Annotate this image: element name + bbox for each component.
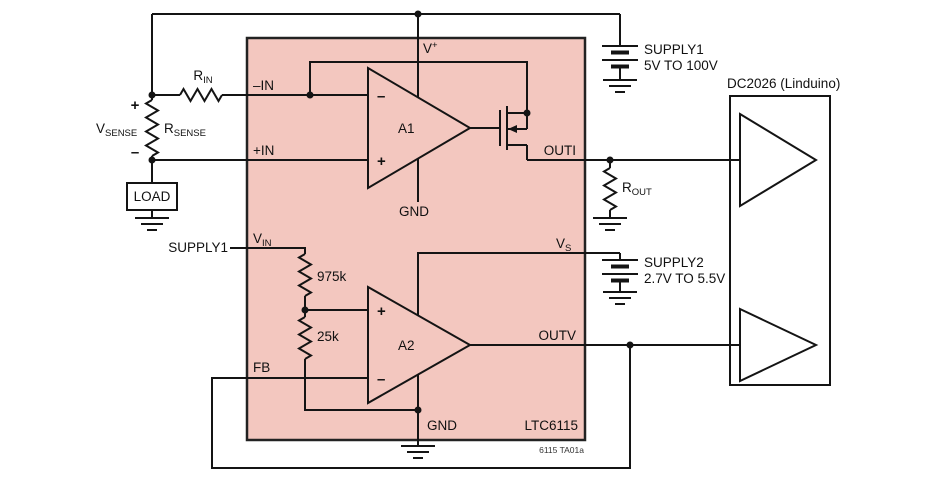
a2-noninverting-sign: + bbox=[377, 303, 386, 320]
wire-vs bbox=[417, 252, 620, 316]
vsense-minus-sign: – bbox=[131, 144, 139, 161]
pin-vs-label: VS bbox=[556, 236, 571, 254]
junction-dot bbox=[414, 10, 422, 18]
vsense-plus-sign: + bbox=[131, 97, 140, 114]
a2-label: A2 bbox=[398, 338, 415, 353]
pin-neg-in-label: –IN bbox=[253, 78, 274, 93]
a1-inverting-sign: – bbox=[377, 88, 385, 105]
rout-label: ROUT bbox=[622, 180, 652, 198]
pin-pos-in-label: +IN bbox=[253, 143, 274, 158]
a1-opamp-triangle bbox=[367, 66, 472, 190]
r975k-label: 975k bbox=[317, 269, 347, 284]
ground-rout-icon bbox=[593, 217, 627, 231]
battery2-long-plates-icon bbox=[602, 259, 638, 275]
dc2026-label: DC2026 (Linduino) bbox=[727, 76, 840, 91]
junction-dot bbox=[523, 109, 531, 117]
a2-gnd-label: GND bbox=[427, 418, 457, 433]
a2-opamp-triangle bbox=[367, 285, 473, 405]
wires bbox=[126, 13, 740, 469]
pin-vplus-label: V+ bbox=[423, 40, 438, 56]
pin-fb-label: FB bbox=[253, 360, 270, 375]
supply1-name-label: SUPPLY1 bbox=[644, 42, 704, 57]
a1-noninverting-sign: + bbox=[377, 153, 386, 170]
ground-supply2-icon bbox=[603, 291, 637, 305]
junction-dot bbox=[301, 306, 309, 314]
ground-a2-icon bbox=[401, 445, 435, 459]
battery1-short-plates-icon bbox=[611, 50, 629, 69]
junction-dot bbox=[606, 156, 614, 164]
r975k-resistor bbox=[297, 253, 313, 297]
figure-note: 6115 TA01a bbox=[539, 445, 584, 455]
rin-label: RIN bbox=[193, 68, 212, 86]
supply1-net-label: SUPPLY1 bbox=[168, 240, 228, 255]
junction-dot bbox=[414, 406, 422, 414]
supply1-range-label: 5V TO 100V bbox=[644, 58, 718, 73]
load-label: LOAD bbox=[134, 189, 171, 204]
battery1-long-plates-icon bbox=[602, 45, 638, 61]
junction-dot bbox=[626, 341, 634, 349]
junction-dots bbox=[148, 10, 634, 414]
supply2-range-label: 2.7V TO 5.5V bbox=[644, 271, 725, 286]
ground-load-icon bbox=[135, 217, 169, 231]
pin-vin-label: VIN bbox=[253, 231, 272, 249]
rsense-label: RSENSE bbox=[164, 121, 206, 139]
pin-outv-label: OUTV bbox=[538, 328, 576, 343]
a1-label: A1 bbox=[398, 121, 415, 136]
ltc6115-ic-body bbox=[245, 36, 587, 442]
wire-feedback-loop bbox=[211, 345, 631, 469]
ground-supply1-icon bbox=[603, 79, 637, 93]
mosfet-body-arrow-icon bbox=[508, 125, 517, 133]
vsense-label: VSENSE bbox=[96, 121, 137, 139]
junction-dot bbox=[148, 91, 156, 99]
a1-gnd-label: GND bbox=[399, 204, 429, 219]
supply2-name-label: SUPPLY2 bbox=[644, 255, 704, 270]
rsense-resistor bbox=[144, 99, 160, 157]
load-box bbox=[126, 182, 178, 211]
rin-resistor bbox=[179, 87, 223, 103]
r25k-resistor bbox=[297, 316, 313, 360]
a2-inverting-sign: – bbox=[377, 371, 385, 388]
junction-dot bbox=[148, 156, 156, 164]
junction-dot bbox=[306, 91, 314, 99]
rout-resistor bbox=[602, 167, 618, 211]
pin-outi-label: OUTI bbox=[544, 143, 576, 158]
r25k-label: 25k bbox=[317, 329, 339, 344]
battery2-short-plates-icon bbox=[611, 264, 629, 283]
ic-name-label: LTC6115 bbox=[524, 418, 578, 433]
